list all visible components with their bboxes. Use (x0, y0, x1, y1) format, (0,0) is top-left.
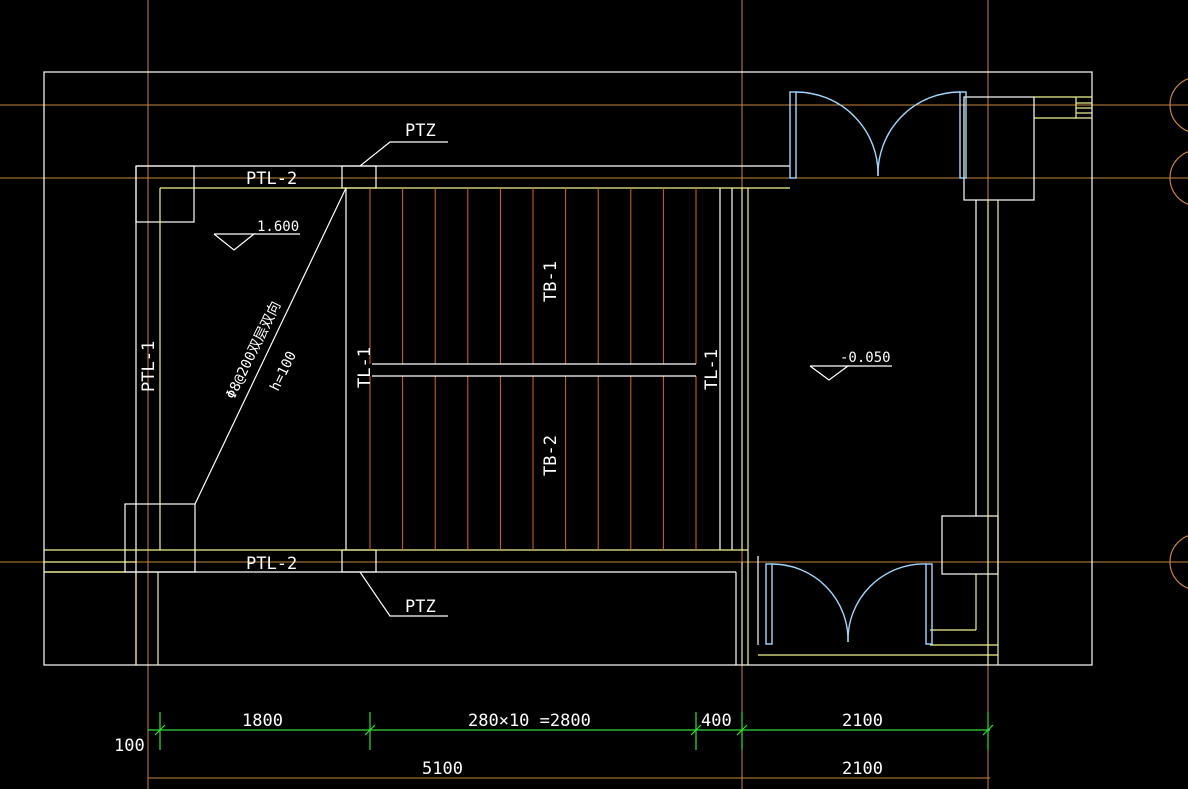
axis-bubbles (1169, 78, 1188, 589)
ptz-bottom-label: PTZ (405, 597, 436, 617)
beams (44, 96, 1092, 665)
ptz-top-label: PTZ (405, 121, 436, 141)
dim-5100: 5100 (422, 759, 463, 779)
outer-boundary (43, 71, 1093, 666)
dim-2800: 280×10 =2800 (468, 711, 591, 731)
tl1-left-label: TL-1 (355, 347, 375, 388)
door-bottom (765, 563, 933, 645)
dimension-lines-row2 (147, 770, 990, 789)
rebar-diagonal (194, 187, 347, 505)
stair-center-beam (372, 363, 696, 377)
tl1-right-label: TL-1 (702, 349, 722, 390)
ptz-leaders (359, 141, 448, 617)
elevation-symbol-floor (809, 365, 892, 381)
tb1-label: TB-1 (541, 261, 561, 302)
door-top (789, 91, 967, 179)
dim-left-offset: 100 (114, 736, 145, 756)
dim-2100-row1: 2100 (842, 711, 883, 731)
ptl2-top-label: PTL-2 (246, 169, 297, 189)
rebar-thickness-label: h=100 (267, 349, 300, 394)
tb2-label: TB-2 (541, 435, 561, 476)
stair-treads (369, 188, 697, 550)
ptl1-label: PTL-1 (139, 341, 159, 392)
ptl2-bottom-label: PTL-2 (246, 554, 297, 574)
dim-1800: 1800 (242, 711, 283, 731)
elevation-floor-label: -0.050 (840, 350, 891, 366)
dim-400: 400 (701, 711, 732, 731)
elevation-landing-label: 1.600 (257, 219, 299, 235)
walls (44, 96, 1035, 665)
dimension-lines (148, 712, 994, 750)
dim-2100-row2: 2100 (842, 759, 883, 779)
elevation-symbol-landing (213, 233, 300, 251)
